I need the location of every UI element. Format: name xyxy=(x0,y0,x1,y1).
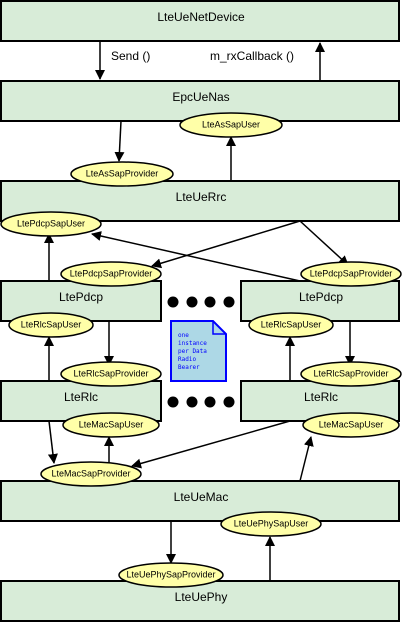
note-line-4: Radio xyxy=(178,356,196,363)
mac-sap-user-left: LteMacSapUser xyxy=(62,412,160,438)
mac-block: LteUeMac xyxy=(0,480,400,522)
rrc-to-pdcp-provider-left-arrow xyxy=(151,220,301,269)
phy-sap-provider-label: LteUePhySapProvider xyxy=(126,569,215,579)
netdevice-label: LteUeNetDevice xyxy=(157,10,245,24)
note-line-5: Bearer xyxy=(178,364,200,371)
phy-sap-provider: LteUePhySapProvider xyxy=(118,562,224,588)
phy-sap-user: LteUePhySapUser xyxy=(220,511,322,537)
pdcp-sap-provider-right-label: LtePdcpSapProvider xyxy=(310,268,393,278)
rlc-sap-user-right: LteRlcSapUser xyxy=(248,312,334,338)
rlc-sap-provider-right-label: LteRlcSapProvider xyxy=(313,368,388,378)
pdcp-sap-provider-left: LtePdcpSapProvider xyxy=(60,261,162,287)
pdcp-right-label: LtePdcp xyxy=(299,290,343,304)
mac-sap-user-right-label: LteMacSapUser xyxy=(319,419,384,429)
rlc-sap-user-right-label: LteRlcSapUser xyxy=(261,319,322,329)
mac-to-mac-user-right-arrow xyxy=(299,436,314,482)
mac-sap-user-left-label: LteMacSapUser xyxy=(79,419,144,429)
mac-sap-user-right: LteMacSapUser xyxy=(302,412,400,438)
pdcp-sap-provider-right: LtePdcpSapProvider xyxy=(300,261,402,287)
rlc-right-to-mac-provider-arrow xyxy=(131,420,291,469)
pdcp-instances-ellipsis xyxy=(167,296,235,308)
phy-label: LteUePhy xyxy=(175,590,228,604)
rlc-instances-ellipsis xyxy=(167,396,235,408)
nas-label: EpcUeNas xyxy=(172,90,229,104)
rrc-label: LteUeRrc xyxy=(176,190,227,204)
mac-sap-provider: LteMacSapProvider xyxy=(40,461,142,487)
nas-to-as-provider-arrow xyxy=(114,120,125,162)
pdcp-left-label: LtePdcp xyxy=(59,290,103,304)
as-sap-user-label: LteAsSapUser xyxy=(202,119,260,129)
rlc-right-label: LteRlc xyxy=(304,390,338,404)
instance-note: one instance per Data Radio Bearer xyxy=(170,320,227,382)
note-line-1: one xyxy=(178,332,189,339)
mac-label: LteUeMac xyxy=(174,490,229,504)
pdcp-right-to-pdcp-user-arrow xyxy=(91,231,301,282)
rlc-left-to-mac-provider-arrow xyxy=(47,420,58,464)
nas-block: EpcUeNas xyxy=(0,80,400,122)
rlc-sap-provider-left: LteRlcSapProvider xyxy=(60,361,162,387)
netdevice-block: LteUeNetDevice xyxy=(0,0,400,42)
as-sap-provider-label: LteAsSapProvider xyxy=(86,168,159,178)
as-sap-user: LteAsSapUser xyxy=(179,112,283,138)
as-sap-provider: LteAsSapProvider xyxy=(70,161,174,187)
phy-block: LteUePhy xyxy=(0,580,400,622)
note-line-2: instance xyxy=(178,340,207,347)
rx-callback-label: m_rxCallback () xyxy=(210,49,294,63)
send-label: Send () xyxy=(111,49,150,63)
mac-sap-provider-label: LteMacSapProvider xyxy=(51,468,130,478)
rlc-left-label: LteRlc xyxy=(64,390,98,404)
pdcp-sap-provider-left-label: LtePdcpSapProvider xyxy=(70,268,153,278)
rlc-sap-user-left: LteRlcSapUser xyxy=(8,312,94,338)
rlc-sap-provider-left-label: LteRlcSapProvider xyxy=(73,368,148,378)
note-line-3: per Data xyxy=(178,348,207,355)
phy-sap-user-label: LteUePhySapUser xyxy=(234,518,309,528)
pdcp-sap-user-label: LtePdcpSapUser xyxy=(17,218,85,228)
rlc-sap-provider-right: LteRlcSapProvider xyxy=(300,361,402,387)
pdcp-sap-user: LtePdcpSapUser xyxy=(0,211,102,237)
rrc-to-pdcp-provider-right-arrow xyxy=(299,220,349,266)
rlc-sap-user-left-label: LteRlcSapUser xyxy=(21,319,82,329)
